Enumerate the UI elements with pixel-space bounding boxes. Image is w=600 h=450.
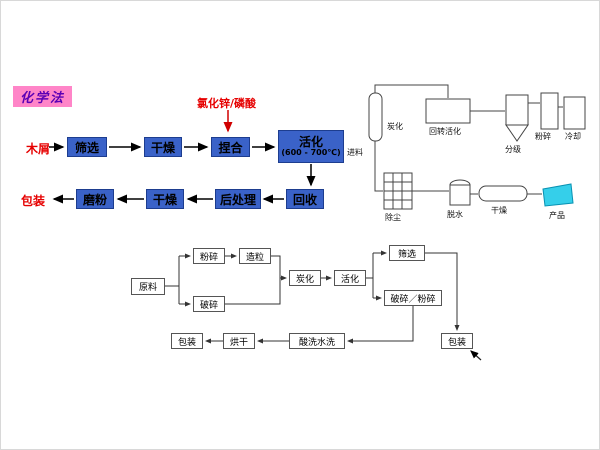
equip-label-classify: 分级 [505,145,521,154]
carbonization-column [368,92,383,142]
step-activate-line2: (600 - 700℃) [281,148,341,157]
rotary-activation-kiln [425,98,471,124]
dewater-vessel [449,179,471,206]
output-label: 包装 [21,194,46,208]
equip-label-dewater: 脱水 [447,210,463,219]
input-label: 木屑 [26,142,51,156]
method-tag: 化学法 [13,86,73,107]
step-post-treat: 后处理 [215,189,261,209]
dedust-unit [383,172,413,210]
step-grind: 磨粉 [76,189,114,209]
step-activate: 活化 (600 - 700℃) [278,130,344,163]
cooler-unit [563,96,586,130]
pf-acid-wash: 酸洗水洗 [289,333,345,349]
equip-label-rotary-activation: 回转活化 [429,127,461,136]
stray-cursor-mark [470,350,482,361]
pf-crush-mill: 破碎／粉碎 [384,290,442,306]
product-flag [542,183,574,207]
pf-pack-right: 包装 [441,333,473,349]
physical-flow-arrows [165,250,460,344]
equip-label-mill: 粉碎 [535,132,551,141]
equip-label-dry: 干燥 [491,206,507,215]
pf-pack-left: 包装 [171,333,203,349]
step-dry: 干燥 [144,137,182,157]
pipe-column-to-dedust [374,141,383,192]
pf-carbonize: 炭化 [289,270,321,286]
arrow-crushmill-to-wash [347,306,414,344]
pf-crush: 破碎 [193,296,225,312]
equip-label-feed: 进料 [347,148,363,157]
equipment-schematic [368,84,586,210]
cyclone-classifier [505,94,529,142]
step-recover: 回收 [286,189,324,209]
pf-raw: 原料 [131,278,165,295]
rotary-dryer-drum [478,185,528,202]
line-granulate-down [271,255,281,278]
pf-screen: 筛选 [389,245,425,261]
pf-mill: 粉碎 [193,248,225,264]
equip-label-dedust: 除尘 [385,213,401,222]
step-knead: 捏合 [211,137,250,157]
reagent-label: 氯化锌/磷酸 [197,97,257,110]
step-activate-line1: 活化 [298,135,323,149]
chemical-flow-arrows [49,142,316,204]
equip-label-carbonize: 炭化 [387,122,403,131]
pf-granulate: 造粒 [239,248,271,264]
pf-dry: 烘干 [223,333,255,349]
step-screen: 筛选 [67,137,107,157]
mill-unit [540,92,559,130]
pipe-column-to-kiln [374,84,449,98]
equip-label-product: 产品 [549,211,565,220]
arrow-screen-to-pack-right [425,252,460,331]
line-crush-up [225,278,281,305]
step-dry2: 干燥 [146,189,184,209]
pf-activate: 活化 [334,270,366,286]
equip-label-cool: 冷却 [565,132,581,141]
